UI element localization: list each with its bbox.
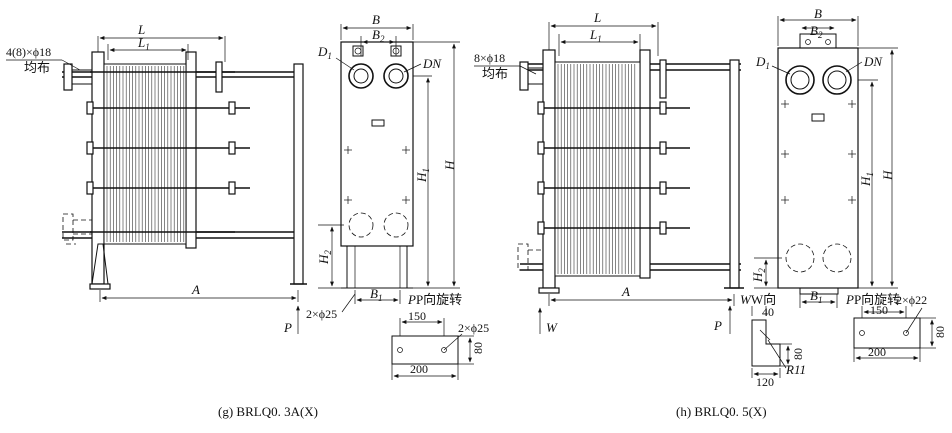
g-label-l: L [137,22,145,37]
h-label-h: H [880,170,895,181]
h-detail-holes: 2×ϕ22 [896,293,927,307]
g-top-nozzle-flange [63,63,73,91]
g-label-d1: D1 [317,44,332,61]
g-label-l1: L1 [137,35,150,52]
h-p-detail: 150 200 80 2×ϕ22 [853,293,947,362]
g-plate-pack [106,66,185,242]
g-label-dn: DN [422,56,442,71]
g-feet-holes: 2×ϕ25 [306,307,337,321]
g-label-h1: H1 [414,168,431,183]
figure-g-caption: (g) BRLQ0. 3A(X) [218,404,318,419]
h-label-l1: L1 [589,27,602,44]
g-label-h2: H2 [316,250,333,265]
h-lower-nozzle [517,243,543,271]
figure-g: L L1 4(8)×ϕ18 均布 A P [6,12,489,419]
g-front-view: L L1 4(8)×ϕ18 均布 A P [6,22,307,335]
g-view-rotate: PP向旋转 [407,292,462,307]
h-label-dn: DN [863,54,883,69]
h-label-p: P [713,318,722,333]
h-label-h1: H1 [858,172,875,187]
h-side-view: B B2 D1 DN H1 H H2 B1 WW向 PP向旋转 [740,6,900,308]
g-side-view: B B2 D1 DN H1 H H2 B1 2×ϕ25 PP向旋转 [306,12,462,321]
h-plate-pack [557,64,636,274]
h-label-l: L [593,10,601,25]
h-detail-150: 150 [870,303,888,317]
g-detail-150: 150 [408,309,426,323]
g-tie-bars [86,61,250,233]
h-view-rotate: PP向旋转 [845,292,900,307]
h-label-w: W [546,320,558,335]
g-detail-80: 80 [471,342,485,354]
figure-h-caption: (h) BRLQ0. 5(X) [676,404,767,419]
h-view-w: WW向 [740,292,776,307]
h-label-b1: B1 [810,288,822,305]
h-w-detail: 40 80 120 R11 [751,305,806,389]
h-w-detail-40: 40 [762,305,774,319]
h-label-a: A [621,284,630,299]
g-bolts-even: 均布 [24,60,50,75]
g-label-h: H [442,160,457,171]
h-detail-80: 80 [933,326,947,338]
g-label-p: P [283,320,292,335]
g-lower-nozzle [62,213,92,245]
h-w-detail-r11: R11 [785,362,806,377]
h-detail-200: 200 [868,345,886,359]
g-label-a: A [191,282,200,297]
g-p-detail: 150 200 80 2×ϕ25 [391,309,489,380]
g-label-b1: B1 [370,286,382,303]
h-bolts-even: 均布 [482,66,508,81]
h-label-b2: B2 [810,23,823,40]
g-detail-holes: 2×ϕ25 [458,321,489,335]
g-bolts-note: 4(8)×ϕ18 [6,45,51,59]
h-label-h2: H2 [750,268,767,283]
g-dimension-l [97,36,226,62]
h-front-view: L L1 8×ϕ18 均布 A W P [474,10,744,335]
h-w-detail-80: 80 [791,348,805,360]
g-detail-200: 200 [410,362,428,376]
h-label-b: B [814,6,822,21]
h-tie-bars [537,59,690,235]
h-label-d1: D1 [755,54,770,71]
g-label-b: B [372,12,380,27]
h-w-detail-120: 120 [756,375,774,389]
g-label-b2: B2 [372,27,385,44]
figure-h: L L1 8×ϕ18 均布 A W P [474,6,947,419]
h-bolts-note: 8×ϕ18 [474,51,505,65]
